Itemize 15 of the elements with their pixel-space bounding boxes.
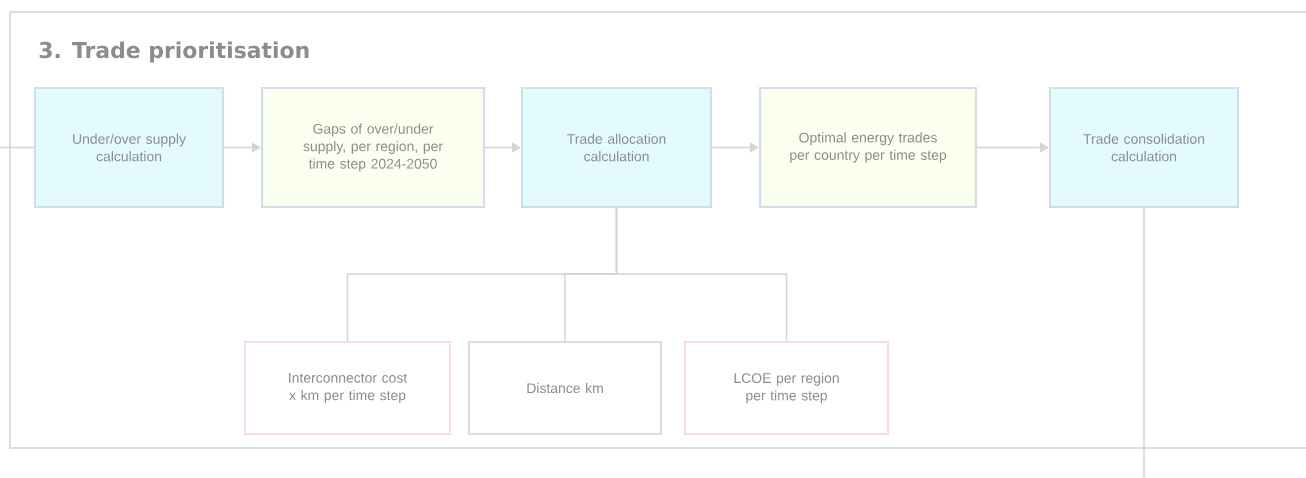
input-box: Interconnector cost x km per time step bbox=[243, 340, 452, 436]
data-box: Optimal energy trades per country per time step bbox=[758, 86, 978, 209]
arrow bbox=[976, 142, 1049, 153]
data-box: Gaps of over/under supply, per region, per time step 2024-2050 bbox=[260, 86, 486, 209]
arrow bbox=[484, 142, 521, 153]
arrow bbox=[223, 142, 261, 153]
process-box: Trade consolidation calculation bbox=[1048, 86, 1240, 209]
input-box: Distance km bbox=[467, 340, 663, 436]
input-box: LCOE per region per time step bbox=[683, 340, 890, 436]
connector-line bbox=[1143, 207, 1145, 478]
process-box: Under/over supply calculation bbox=[33, 86, 225, 209]
connector-line bbox=[615, 207, 788, 342]
process-box: Trade allocation calculation bbox=[520, 86, 713, 209]
connector-line bbox=[0, 146, 35, 149]
arrow bbox=[711, 142, 759, 153]
